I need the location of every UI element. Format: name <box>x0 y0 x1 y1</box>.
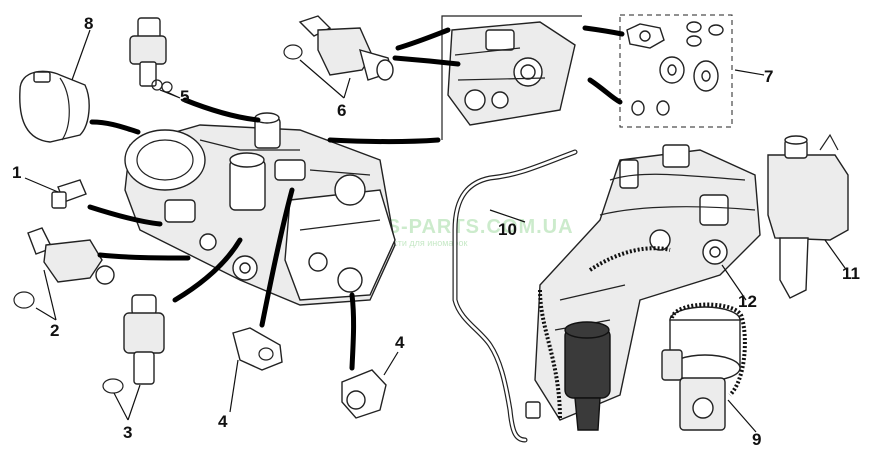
callout-3: 3 <box>123 423 132 442</box>
actuator-assembly <box>534 144 761 431</box>
callout-5: 5 <box>180 87 189 106</box>
callout-9: 9 <box>752 430 761 449</box>
part-1-pressure-sensor <box>51 179 87 209</box>
part-4-clip-left <box>232 327 283 371</box>
callout-7: 7 <box>764 67 773 86</box>
callout-4-right: 4 <box>395 333 405 352</box>
part-4-sensor-right <box>341 369 387 419</box>
leader-lines <box>24 29 846 433</box>
callout-12: 12 <box>738 292 757 311</box>
hydraulic-block-detail-inset <box>441 15 582 140</box>
watermark-tagline: Автозапчасти для иномарок <box>350 238 467 248</box>
callout-1: 1 <box>12 163 21 182</box>
part-5-solenoid-valve <box>129 17 173 93</box>
main-hydraulic-unit <box>124 112 396 306</box>
callout-11: 11 <box>842 264 860 283</box>
callout-4-left: 4 <box>218 412 228 431</box>
callout-2: 2 <box>50 321 59 340</box>
callout-8: 8 <box>84 14 93 33</box>
part-8-accumulator <box>19 70 90 143</box>
connector-lines <box>87 25 625 371</box>
part-2-solenoid-valve <box>13 227 115 309</box>
hydraulic-pipe <box>452 149 578 443</box>
part-3-solenoid-valve <box>102 294 165 394</box>
part-9-pump-motor <box>661 302 747 431</box>
callout-labels: 8 1 2 3 4 4 5 6 7 9 10 11 12 <box>12 14 860 449</box>
callout-6: 6 <box>337 101 346 120</box>
callout-10: 10 <box>498 220 517 239</box>
part-11-fluid-reservoir <box>767 133 849 299</box>
seal-kit-box <box>619 14 733 128</box>
part-6-solenoid-valve <box>283 15 394 81</box>
